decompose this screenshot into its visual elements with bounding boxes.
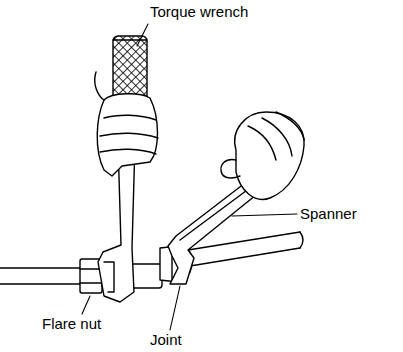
leader-line — [82, 296, 90, 314]
hand — [95, 72, 158, 176]
left-pipe — [0, 268, 82, 284]
hand — [221, 112, 304, 199]
right-pipe — [188, 232, 303, 266]
leader-line — [170, 286, 180, 330]
leader-line — [232, 214, 297, 216]
part-label: Spanner — [300, 205, 357, 223]
part-label: Torque wrench — [150, 3, 248, 21]
part-label: Flare nut — [42, 315, 101, 333]
leader-line — [137, 24, 148, 46]
leader-lines — [82, 24, 297, 330]
part-label: Joint — [150, 331, 182, 349]
